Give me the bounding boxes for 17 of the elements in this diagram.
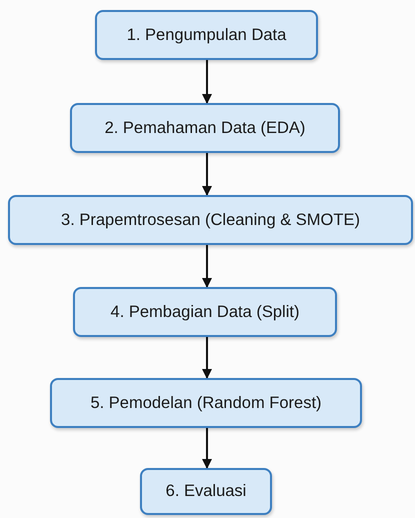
arrow [202,428,212,469]
process-box [95,10,318,60]
process-box [8,195,413,245]
arrow [202,60,212,104]
step-label: 5. Pemodelan (Random Forest) [90,394,322,412]
step-label: 1. Pengumpulan Data [126,26,286,44]
arrow [202,245,212,288]
process-box [50,378,362,428]
process-box [73,287,337,337]
process-box [70,103,340,153]
step-label: 6. Evaluasi [166,482,246,501]
step-label: 2. Pemahaman Data (EDA) [104,118,306,138]
process-box [140,468,272,515]
arrow [202,337,212,379]
step-label: 4. Pembagian Data (Split) [110,302,300,322]
step-label: 3. Prapemtrosesan (Cleaning & SMOTE) [61,210,360,230]
arrow [202,153,212,196]
